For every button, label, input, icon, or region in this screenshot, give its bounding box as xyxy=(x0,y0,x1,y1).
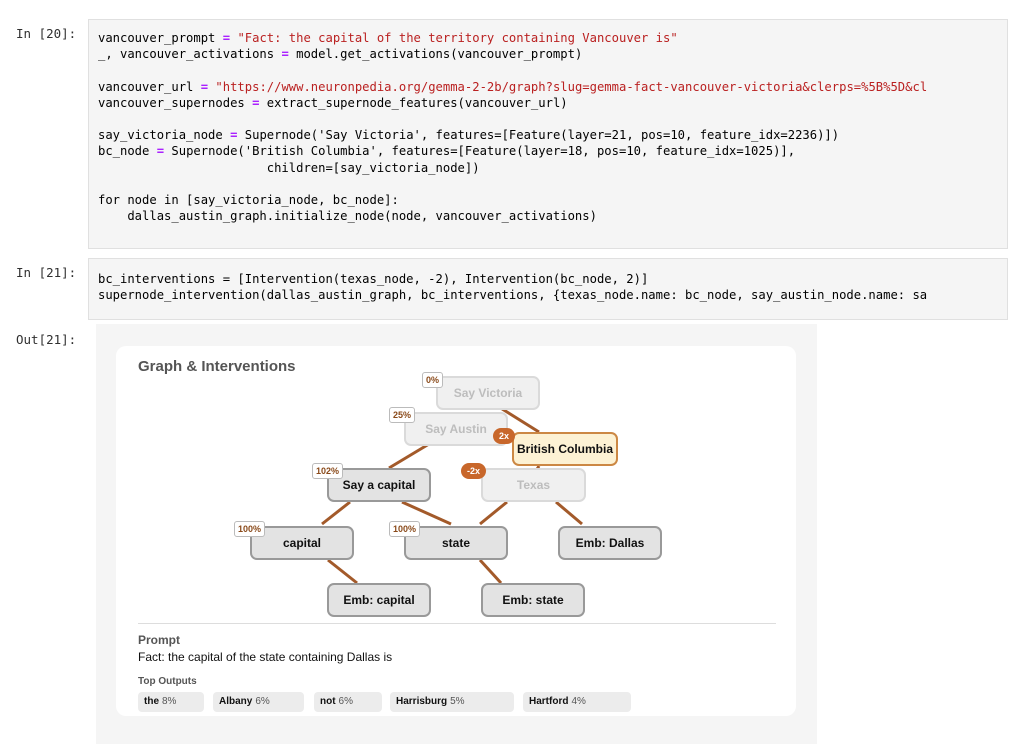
pct-badge-say-austin: 25% xyxy=(389,407,416,423)
node-say-a-capital[interactable]: Say a capital xyxy=(327,468,431,502)
edge-capital-say-capital xyxy=(321,500,351,526)
pct-badge-say-a-capital: 102% xyxy=(312,463,344,479)
node-emb-state[interactable]: Emb: state xyxy=(481,583,585,617)
edge-emb-capital-capital xyxy=(327,558,358,585)
node-texas[interactable]: Texas xyxy=(481,468,586,502)
prompt-text: Fact: the capital of the state containin… xyxy=(138,650,393,664)
cell-label-in20: In [20]: xyxy=(16,26,77,41)
pct-badge-say-victoria: 0% xyxy=(422,372,444,388)
pct-badge-state: 100% xyxy=(389,521,421,537)
edge-state-say-capital xyxy=(401,500,452,526)
code-cell-21[interactable]: bc_interventions = [Intervention(texas_n… xyxy=(88,258,1008,320)
code-cell-20-source: vancouver_prompt = "Fact: the capital of… xyxy=(98,31,928,224)
code-cell-20[interactable]: vancouver_prompt = "Fact: the capital of… xyxy=(88,19,1008,249)
node-british-columbia[interactable]: British Columbia xyxy=(512,432,618,466)
prompt-heading: Prompt xyxy=(138,633,180,647)
cell-label-out21: Out[21]: xyxy=(16,332,77,347)
node-emb-dallas[interactable]: Emb: Dallas xyxy=(558,526,662,560)
multiplier-badge-texas: -2x xyxy=(461,463,487,479)
graph-interventions-widget: Graph & Interventions Say Victoria Say A… xyxy=(116,346,796,716)
node-say-austin[interactable]: Say Austin xyxy=(404,412,508,446)
multiplier-badge-british-columbia: 2x xyxy=(493,428,516,444)
pct-badge-capital: 100% xyxy=(234,521,266,537)
edge-bc-say-victoria xyxy=(498,405,540,434)
widget-title: Graph & Interventions xyxy=(138,358,296,375)
edge-state-texas xyxy=(479,500,508,526)
node-emb-capital[interactable]: Emb: capital xyxy=(327,583,431,617)
node-capital[interactable]: capital xyxy=(250,526,354,560)
code-cell-21-source: bc_interventions = [Intervention(texas_n… xyxy=(98,272,928,303)
top-outputs-heading: Top Outputs xyxy=(138,676,197,687)
output-area-21: Graph & Interventions Say Victoria Say A… xyxy=(96,324,817,744)
node-state[interactable]: state xyxy=(404,526,508,560)
edge-emb-state-state xyxy=(478,558,503,585)
widget-divider xyxy=(138,623,776,624)
cell-label-in21: In [21]: xyxy=(16,265,77,280)
edge-emb-dallas-texas xyxy=(555,500,583,526)
node-say-victoria[interactable]: Say Victoria xyxy=(436,376,540,410)
